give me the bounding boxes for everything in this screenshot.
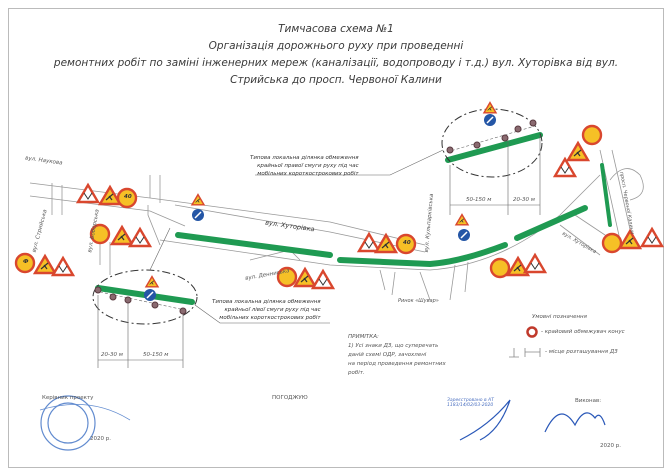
executed-label: Виконав: <box>575 398 602 404</box>
distance-right-b: 50-150 м <box>466 197 492 203</box>
title-line-1: Тимчасова схема №1 <box>278 23 394 35</box>
legend-heading: Умовні позначення <box>532 314 587 320</box>
distance-left-b: 50-150 м <box>143 352 169 358</box>
note-line: на період проведення ремонтних <box>348 361 446 367</box>
stamp <box>39 395 131 451</box>
market-label: Ринок «Шувар» <box>398 298 439 304</box>
year-left: 2020 р. <box>90 436 111 442</box>
project-lead-label: Керівник проекту <box>42 395 94 401</box>
legend-cone-label: - крайовий обмежувач конус <box>541 329 625 335</box>
title-line-3: ремонтних робіт по заміні інженерних мер… <box>53 57 619 69</box>
road-signs <box>14 101 664 302</box>
title-line-4: Стрийська до просп. Червоної Калини <box>230 74 442 86</box>
work-zone-1 <box>175 232 333 258</box>
year-right: 2020 р. <box>600 443 621 449</box>
inset-left-caption: Типова локальна ділянка обмеження крайнь… <box>212 298 321 322</box>
note-heading: ПРИМІТКА: <box>348 334 379 340</box>
caption-line: крайньої правої смуги руху під час <box>257 163 359 169</box>
detour-text: Ф <box>23 259 29 265</box>
note-line: 1) Усі знаки ДЗ, що суперечать <box>348 343 439 349</box>
caption-line: крайньої лівої смуги руху під час <box>224 307 321 313</box>
work-zones <box>95 132 612 305</box>
registration-text: Зареєстровано в АТ 1183/14/02/03-2020 <box>447 398 494 408</box>
caption-line: мобільних короткострокових робіт <box>257 171 359 177</box>
inset-left-ellipse <box>92 269 198 325</box>
note-block: ПРИМІТКА: 1) Усі знаки ДЗ, що суперечать… <box>348 333 446 378</box>
distance-left-a: 20-30 м <box>101 352 123 358</box>
approved-label: ПОГОДЖУЮ <box>272 395 308 401</box>
caption-line: Типова локальна ділянка обмеження <box>212 299 321 305</box>
road-lines <box>29 149 644 301</box>
note-line: даній схемі ОДР, зачохлені <box>348 352 427 358</box>
caption-line: мобільних короткострокових робіт <box>219 315 321 321</box>
document-frame <box>8 8 664 468</box>
note-line: робіт. <box>348 370 365 376</box>
legend-sign-place-icon <box>509 348 541 358</box>
inset-right-zone <box>445 132 543 163</box>
legend-cone-icon <box>526 326 538 338</box>
speed-limit-text-2: 40 <box>403 240 411 246</box>
work-zone-3 <box>514 205 588 241</box>
legend-sign-place-label: - місце розташування ДЗ <box>545 349 618 355</box>
signatures <box>459 399 606 441</box>
caption-line: Типова локальна ділянка обмеження <box>250 155 359 161</box>
speed-limit-text: 40 <box>124 194 132 200</box>
title-line-2: Організація дорожнього руху при проведен… <box>208 40 464 52</box>
inset-right-caption: Типова локальна ділянка обмеження крайнь… <box>250 154 359 178</box>
work-zone-2 <box>337 242 508 268</box>
work-zone-4 <box>600 163 612 227</box>
distance-right-a: 20-30 м <box>513 197 535 203</box>
